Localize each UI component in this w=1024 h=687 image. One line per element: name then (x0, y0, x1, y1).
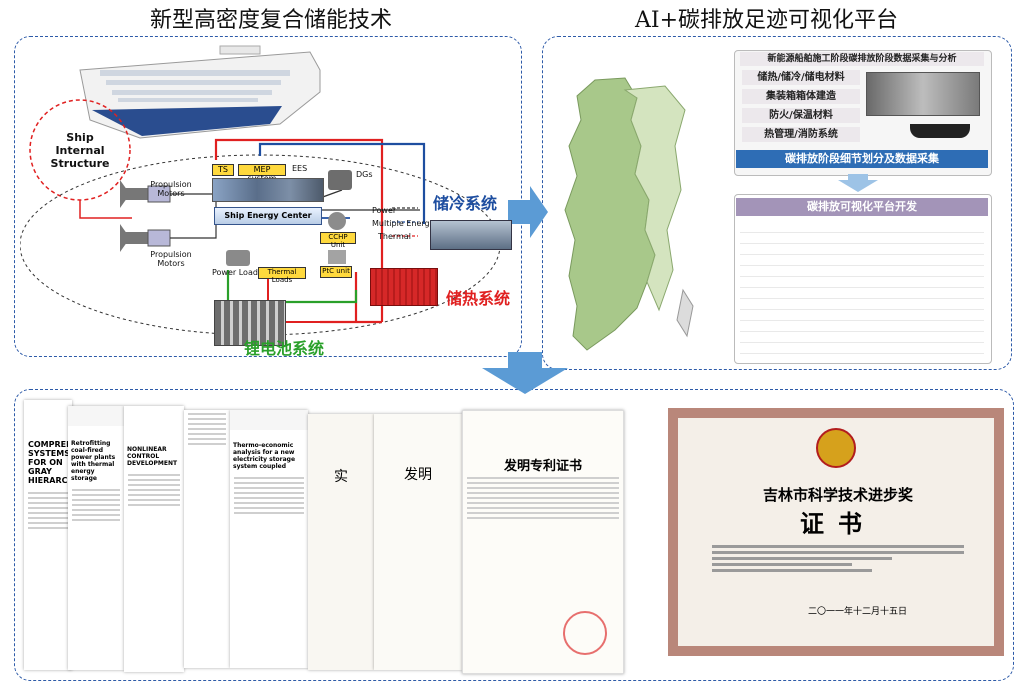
paper-3-title: NONLINEAR CONTROL DEVELOPMENT (127, 446, 178, 467)
ts-box: TS (212, 164, 234, 176)
patent-2: 发明 (374, 414, 462, 670)
patent-1: 实 (308, 414, 374, 670)
battery-label: 锂电池系统 (244, 339, 325, 358)
china-coast-map (564, 77, 694, 351)
energy-center-box: Ship Energy Center (214, 207, 322, 225)
paper-3: NONLINEAR CONTROL DEVELOPMENT (124, 406, 184, 672)
title-right: AI+碳排放足迹可视化平台 (635, 8, 899, 33)
ees-label: EES (292, 164, 308, 173)
patent-seal-icon (563, 611, 607, 655)
paper-1: COMPREHENSIVE SYSTEMS FOR ON GRAY HIERAR… (24, 400, 72, 670)
item-2: 集装箱箱体建造 (742, 89, 860, 104)
heat-storage-label: 储热系统 (446, 289, 511, 308)
cchp-box: CCHP Unit (320, 232, 356, 249)
power-label: Power (372, 206, 397, 215)
paper-2-title: Retrofitting coal-fired power plants wit… (71, 440, 116, 482)
stage-bar-label: 碳排放阶段细节划分及数据采集 (785, 152, 939, 165)
item-1: 储热/储冷/储电材料 (742, 70, 860, 85)
power-loads-label: Power Loads (212, 268, 263, 277)
arrow-down-icon (482, 352, 568, 394)
paper-5-title: Thermo-economic analysis for a new elect… (233, 442, 296, 470)
title-left: 新型高密度复合储能技术 (150, 8, 393, 33)
award-subtitle: 证书 (800, 509, 876, 538)
arrow-right-icon (508, 186, 548, 238)
paper-2: Retrofitting coal-fired power plants wit… (68, 406, 124, 670)
paper-5: Thermo-economic analysis for a new elect… (230, 410, 308, 668)
ptc-box: PtC unit (320, 266, 352, 278)
item-4: 热管理/消防系统 (742, 127, 860, 142)
battery-rack-image (214, 300, 286, 346)
panel-bottom (14, 389, 1014, 681)
award-emblem-icon (816, 428, 856, 468)
panel-left (14, 36, 522, 357)
award-title: 吉林市科学技术进步奖 (762, 486, 913, 504)
small-arrow-icon (838, 174, 878, 192)
paper-4 (184, 410, 230, 668)
thermal-label: Thermal (378, 232, 411, 241)
propulsion-label-bottom: Propulsion Motors (150, 250, 192, 268)
collection-header: 新能源船舶施工阶段碳排放阶段数据采集与分析 (740, 52, 984, 66)
panel-right (542, 36, 1012, 370)
mep-equipment (212, 178, 324, 202)
patent-1-title: 实 (334, 469, 348, 485)
form-grid (740, 222, 984, 354)
ship-callout: Ship Internal Structure (50, 131, 110, 170)
cchp-icon (328, 212, 346, 230)
ptc-icon (328, 250, 346, 264)
ship-icon (79, 45, 321, 139)
stage-bar: 碳排放阶段细节划分及数据采集 (736, 150, 988, 168)
multiple-energy-label: Multiple Energy (372, 219, 435, 228)
patent-certificate: 发明专利证书 (462, 410, 624, 674)
thermal-loads-box: Thermal Loads (258, 267, 306, 284)
award-date: 二〇一一年十二月十五日 (808, 607, 908, 617)
dgs-icon (328, 170, 352, 190)
patent-cert-title: 发明专利证书 (503, 459, 582, 474)
visual-header: 碳排放可视化平台开发 (736, 198, 988, 216)
paper-1-title: COMPREHENSIVE SYSTEMS FOR ON GRAY HIERAR… (28, 440, 72, 485)
container-photo (866, 72, 980, 116)
power-loads-icon (226, 250, 250, 266)
award-certificate: 吉林市科学技术进步奖 证书 二〇一一年十二月十五日 (668, 408, 1004, 656)
heat-container-image (370, 268, 438, 306)
propulsion-label-top: Propulsion Motors (150, 180, 192, 198)
mep-box: MEP system (238, 164, 286, 183)
cold-storage-image (430, 220, 512, 250)
visual-header-label: 碳排放可视化平台开发 (807, 200, 917, 213)
patent-2-title: 发明 (404, 467, 432, 483)
item-list: 储热/储冷/储电材料 集装箱箱体建造 防火/保温材料 热管理/消防系统 (742, 70, 860, 142)
ship-small-icon (910, 124, 970, 138)
item-3: 防火/保温材料 (742, 108, 860, 123)
cold-storage-label: 储冷系统 (433, 194, 498, 213)
dgs-label: DGs (356, 170, 373, 179)
energy-center-label: Ship Energy Center (224, 211, 312, 220)
